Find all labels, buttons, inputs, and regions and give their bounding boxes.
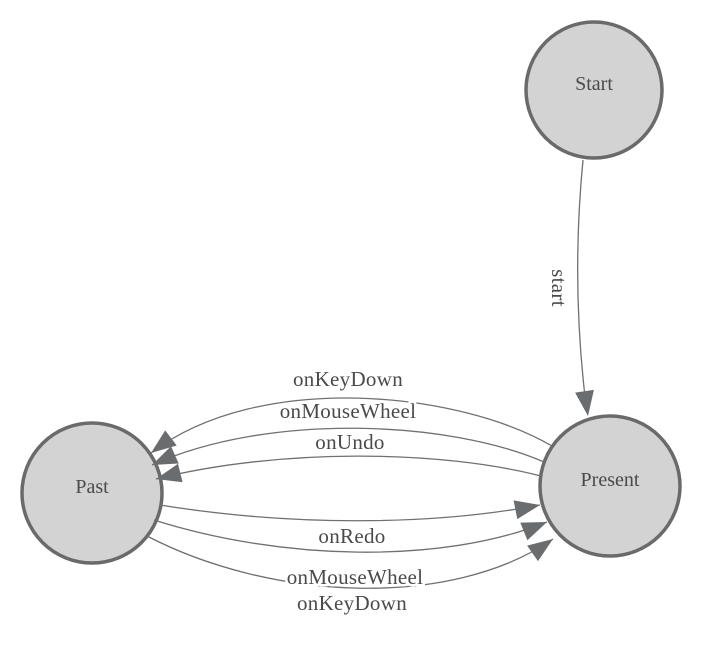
transition-label-start: start bbox=[547, 269, 571, 307]
transition-edge-past-to-present-4 bbox=[159, 500, 541, 522]
transition-edge-start-to-present-0 bbox=[575, 159, 594, 416]
arrowhead-icon bbox=[575, 389, 594, 416]
transition-label-onMouseWheel: onMouseWheel bbox=[280, 399, 417, 423]
transition-edge-past-to-present-6 bbox=[146, 535, 554, 589]
transition-label-onRedo: onRedo bbox=[318, 524, 385, 548]
state-label-past: Past bbox=[75, 476, 109, 498]
state-circle-present[interactable] bbox=[538, 414, 682, 558]
state-node-present[interactable]: Present bbox=[538, 414, 682, 558]
arrowhead-icon bbox=[152, 446, 179, 465]
edge-curve bbox=[150, 397, 553, 454]
state-circle-past[interactable] bbox=[20, 421, 164, 565]
transition-edge-present-to-past-2 bbox=[151, 427, 545, 466]
arrowhead-icon bbox=[527, 539, 553, 562]
arrowhead-icon bbox=[520, 522, 547, 541]
transition-edge-present-to-past-3 bbox=[155, 455, 542, 483]
transition-label-onKeyDown: onKeyDown bbox=[297, 591, 407, 615]
state-circle-start[interactable] bbox=[524, 20, 664, 160]
transition-label-onMouseWheel: onMouseWheel bbox=[287, 565, 424, 589]
edge-curve bbox=[577, 159, 587, 406]
transition-edge-past-to-present-5 bbox=[153, 519, 548, 553]
transition-label-onKeyDown: onKeyDown bbox=[293, 367, 403, 391]
arrowhead-icon bbox=[156, 463, 183, 483]
edge-curve bbox=[146, 535, 554, 589]
transition-label-onUndo: onUndo bbox=[315, 430, 384, 454]
edge-curve bbox=[159, 504, 541, 522]
state-node-past[interactable]: Past bbox=[20, 421, 164, 565]
edges-layer bbox=[146, 159, 594, 589]
state-label-present: Present bbox=[581, 469, 640, 491]
edge-labels-layer: startonKeyDownonMouseWheelonUndoonRedoon… bbox=[277, 267, 573, 618]
edge-curve bbox=[155, 455, 542, 480]
edge-curve bbox=[153, 519, 548, 553]
edge-curve bbox=[151, 427, 545, 466]
state-label-start: Start bbox=[575, 73, 613, 95]
arrowhead-icon bbox=[513, 500, 540, 520]
state-node-start[interactable]: Start bbox=[524, 20, 664, 160]
